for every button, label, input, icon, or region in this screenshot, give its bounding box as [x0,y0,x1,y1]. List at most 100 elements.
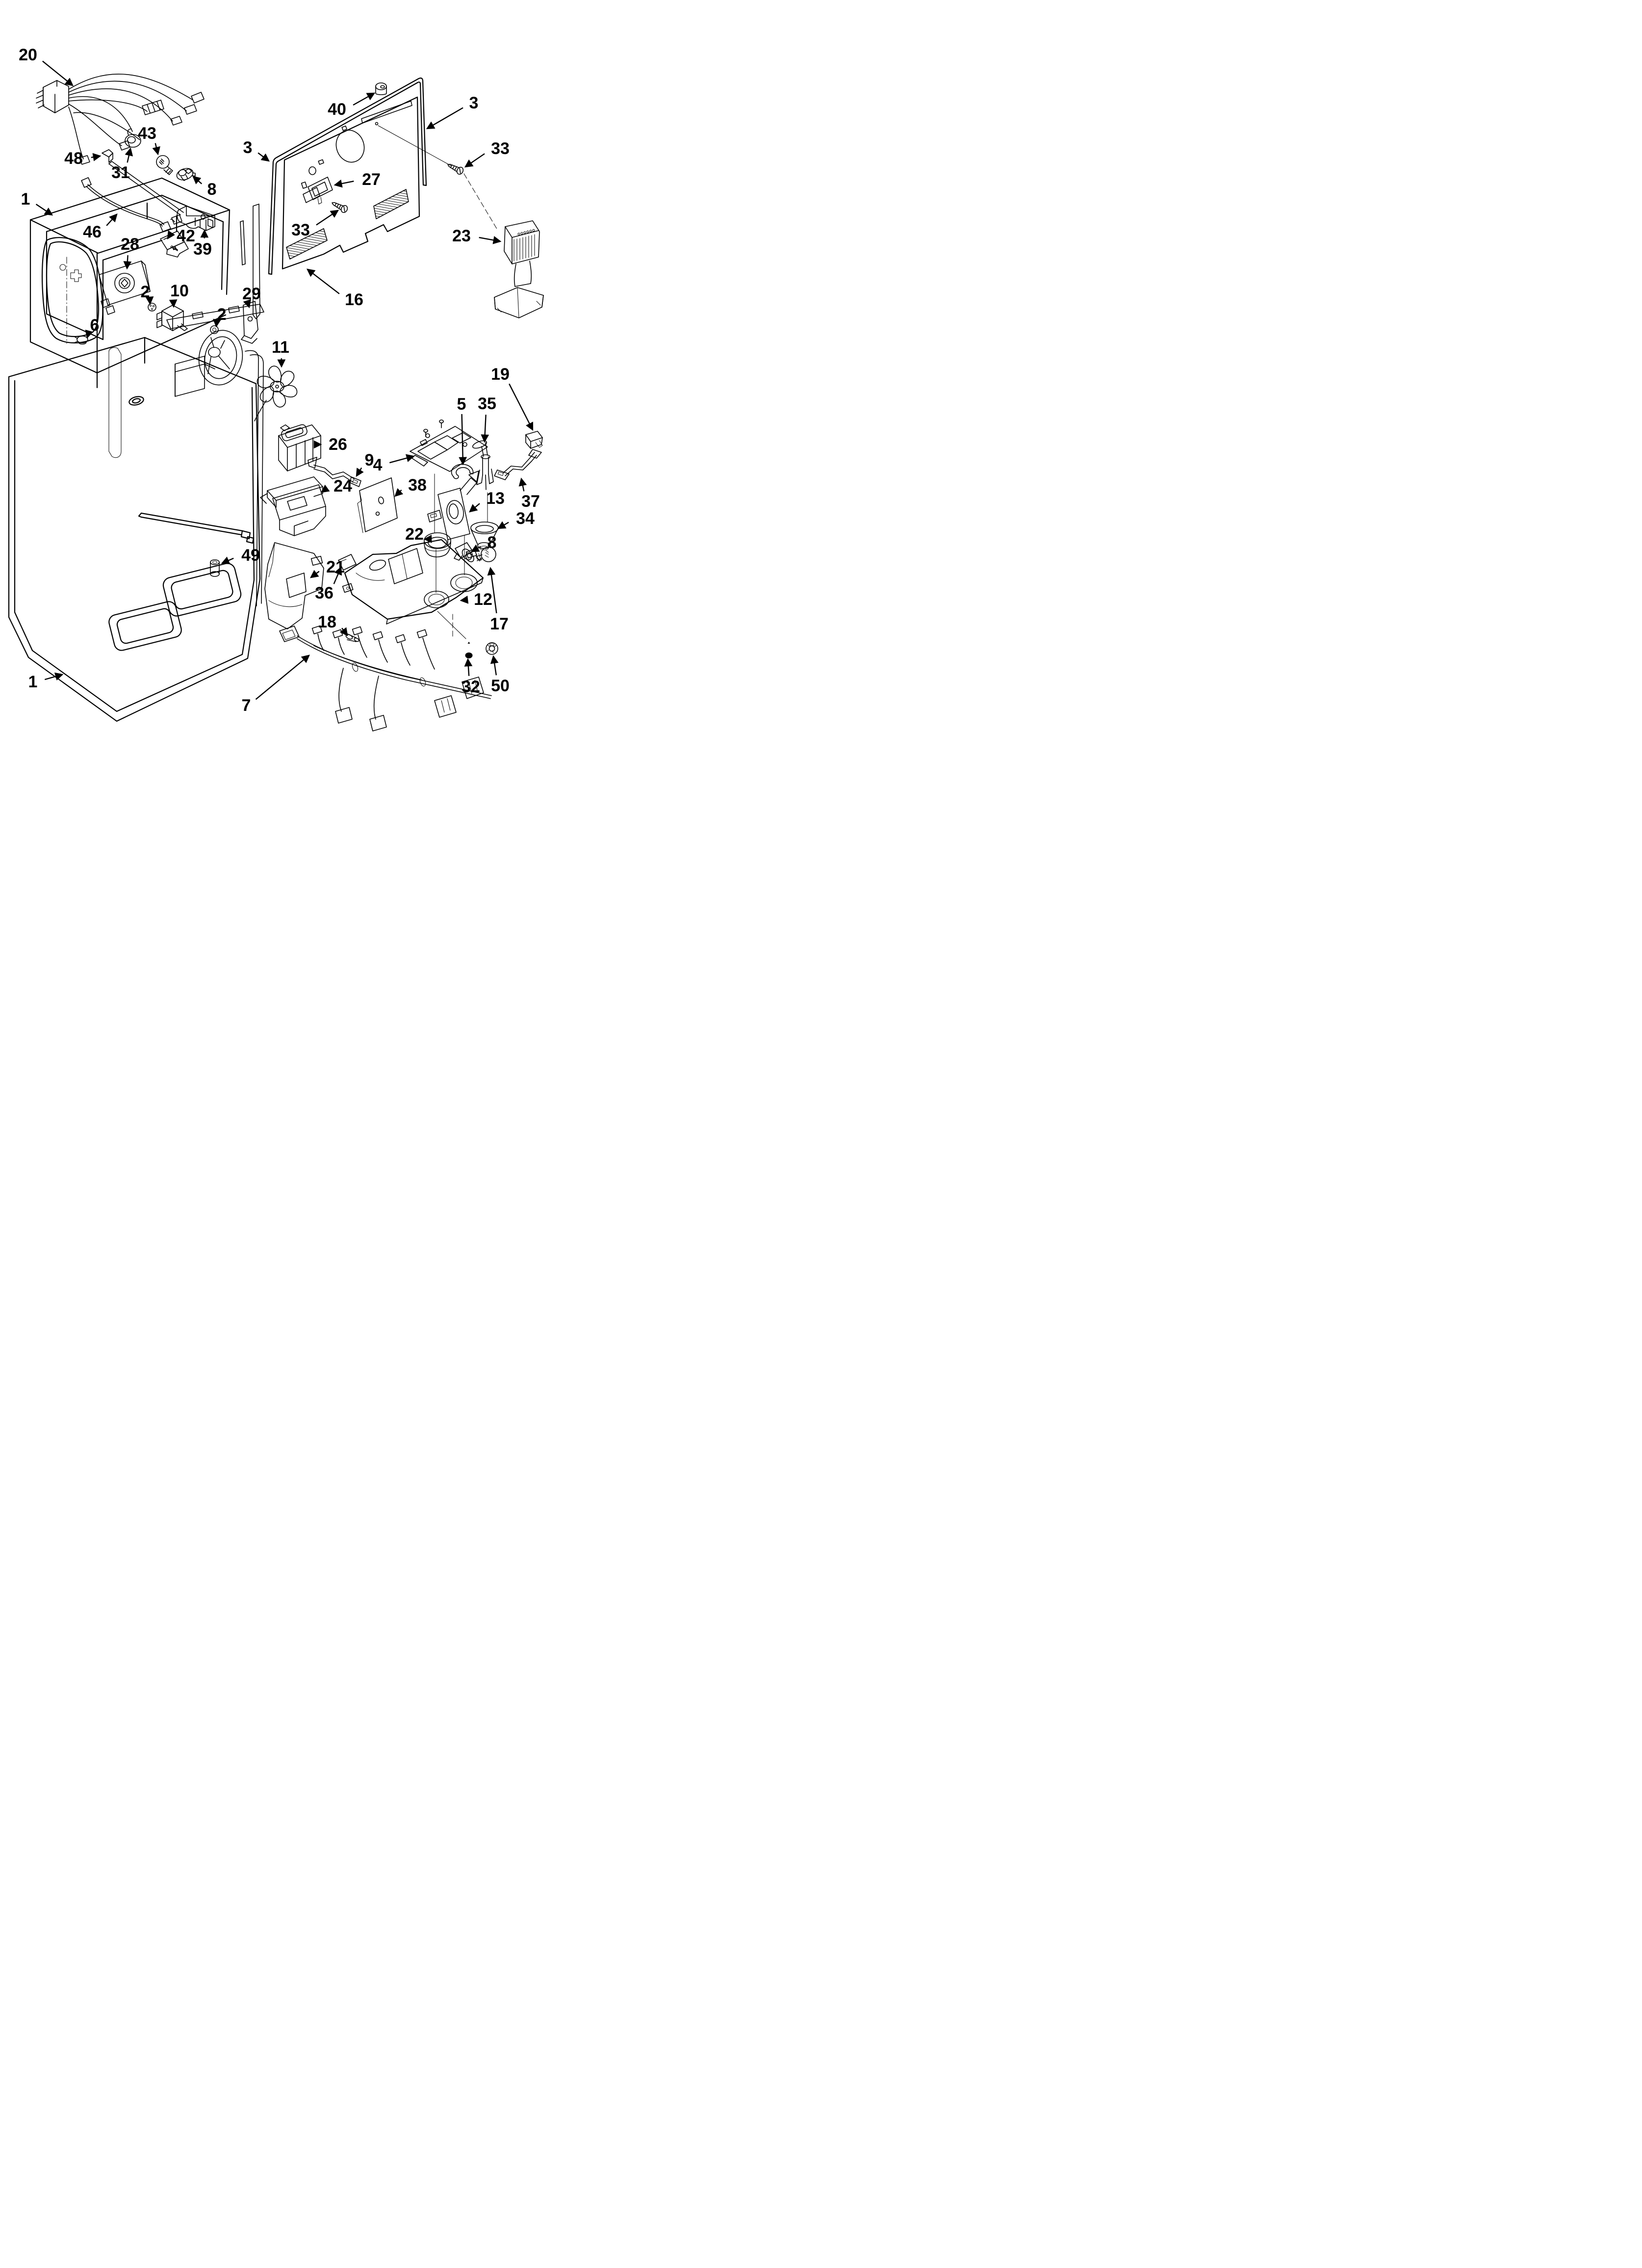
callout-2-12: 2 [213,305,227,328]
callout-32-leader [464,658,473,676]
callout-10-label: 10 [170,282,189,300]
plunger-35 [472,440,494,490]
callout-4-label: 4 [373,456,383,474]
callout-17-label: 17 [490,615,509,633]
liner-lower-box [8,337,261,722]
callout-50-44: 50 [490,655,510,695]
liner-floor-recesses [108,563,242,651]
callout-5-26: 5 [457,395,467,466]
panel-grille-left [286,228,328,260]
callout-50-label: 50 [491,677,510,695]
callout-12-40: 12 [460,590,492,609]
screw-32 [465,642,473,658]
gasket-frame-3 [268,78,427,275]
callout-8-leader [192,176,203,184]
callout-6-leader [85,330,93,339]
callout-19-label: 19 [491,365,510,384]
callout-27-leader [334,179,354,188]
callout-1-46: 1 [28,672,64,691]
callout-39-9: 39 [193,229,212,259]
callout-22-35: 22 [405,525,432,544]
panel-fan-hole [335,130,365,163]
callout-7-42: 7 [242,654,310,715]
callout-23-leader [479,236,502,244]
callout-29-leader [243,299,251,309]
callout-40-label: 40 [328,100,346,119]
support-bracket-29 [241,301,258,344]
wire-harness-bottom-7 [279,625,492,731]
callout-16-leader [307,268,340,294]
callout-2-leader [213,318,221,328]
callout-8-label: 8 [487,533,497,552]
callout-33-label: 33 [491,139,510,158]
callout-9-29: 9 [356,451,374,477]
lamp-tray-12 [342,539,484,625]
callout-2-10: 2 [141,283,154,305]
air-shroud-21 [264,542,324,629]
callout-24-leader [320,484,330,493]
callout-31-1: 31 [111,147,133,182]
callout-35-leader [481,415,489,443]
duct-edge-lines [108,347,264,606]
callout-8-36: 8 [470,533,497,552]
panel-pin [378,125,452,166]
drain-tube-49 [210,559,220,577]
callout-35-25: 35 [478,394,496,443]
lamp-housing-39 [177,206,215,231]
callout-2-label: 2 [217,305,227,324]
callout-17-41: 17 [487,567,509,633]
callout-6-label: 6 [90,316,100,335]
callout-48-label: 48 [64,149,83,168]
callout-19-leader [509,383,534,431]
callout-1-leader [44,672,64,680]
callout-36-leader [333,566,342,584]
callout-43-3: 43 [138,124,160,156]
callout-36-38: 36 [315,566,342,602]
callout-38-label: 38 [408,476,427,495]
callout-21-leader [309,570,320,578]
liner-hole [59,264,66,271]
callout-38-leader [394,488,404,497]
callout-26-label: 26 [329,435,347,454]
harness-7-plugs [335,662,484,731]
callout-18-leader [339,627,348,637]
callout-26-28: 26 [313,435,347,454]
link-rod-9 [308,457,361,487]
callout-13-leader [469,503,480,513]
callout-35-label: 35 [478,394,496,413]
callout-29-label: 29 [242,285,261,303]
callout-8-label: 8 [207,180,217,199]
screw-33-left [330,199,349,214]
callout-28-leader [123,255,132,270]
assembly-line-23 [463,173,498,230]
callout-34-32: 34 [497,509,535,529]
callout-16-label: 16 [345,290,363,309]
callout-5-label: 5 [457,395,466,414]
liner-upper-box [29,177,231,374]
callout-8-leader [470,544,481,552]
liner-upper-inner [46,194,224,340]
housing-24 [260,476,326,536]
callout-46-label: 46 [83,223,102,241]
callout-40-leader [353,92,376,106]
wire-bracket-37 [494,449,542,480]
seal-strip-a [240,220,246,265]
grommet-2-left [148,303,156,312]
liner-lower-inner [14,337,255,712]
callout-4-leader [389,454,415,464]
callout-49-label: 49 [241,546,260,565]
harness-pins [36,90,45,108]
callout-11-label: 11 [272,338,289,357]
callout-2-label: 2 [141,283,150,301]
callout-3-label: 3 [243,138,253,157]
callout-20-0: 20 [19,46,74,86]
defrost-cover-27 [303,177,333,205]
callout-20-leader [42,60,74,86]
callout-21-37: 21 [309,558,345,578]
callout-1-label: 1 [21,190,30,209]
harness-end-connectors [79,92,205,165]
liner-plus-hole [70,269,82,282]
panel-top-strip [361,101,412,124]
callout-33-leader [316,209,339,226]
